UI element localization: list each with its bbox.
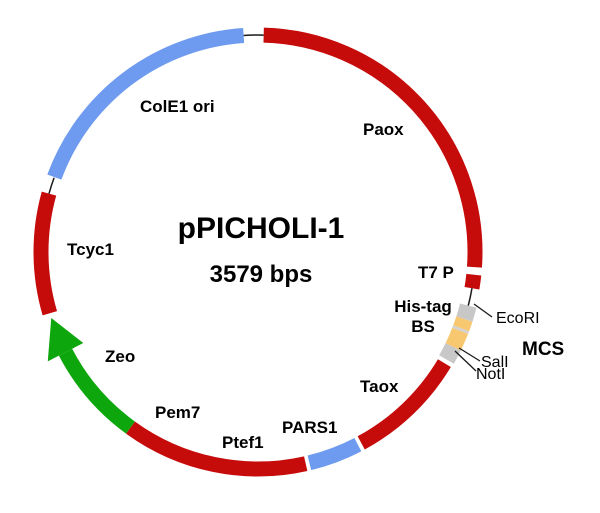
label-ecori: EcoRI [496, 310, 540, 327]
label-cole1-ori: ColE1 ori [140, 97, 215, 116]
label-mcs: MCS [522, 339, 565, 360]
label-pars1: PARS1 [282, 418, 338, 437]
label-his-tag-bs: His-tag BS [388, 297, 458, 337]
feature-t7-promoter [464, 273, 482, 290]
label-his-tag-line1: His-tag [394, 297, 452, 316]
feature-cole1-ori [47, 27, 245, 180]
plasmid-name: pPICHOLI-1 [177, 212, 345, 245]
feature-histag-orange-2 [445, 327, 469, 351]
feature-pars1 [307, 437, 362, 471]
label-noti: NotI [476, 366, 506, 383]
label-his-tag-line2: BS [411, 317, 435, 336]
feature-histag-divider [452, 325, 470, 334]
feature-taox [357, 359, 451, 450]
feature-mcs-gray-lower [439, 343, 461, 364]
backbone-gap-tcyc1-cole1 [48, 177, 55, 194]
label-pem7: Pem7 [155, 403, 201, 422]
label-taox: Taox [360, 377, 399, 396]
noti-line [454, 350, 477, 372]
plasmid-center-text: pPICHOLI-1 3579 bps [130, 212, 392, 287]
ecori-line [473, 303, 493, 318]
label-sali: SalI [481, 354, 509, 371]
feature-ptef1-pem7 [126, 421, 308, 477]
feature-mcs-gray-upper [456, 303, 477, 322]
feature-zeo-arrowhead [47, 317, 84, 362]
label-paox: Paox [363, 120, 404, 139]
backbone-gap-t7-mcs [467, 288, 473, 307]
feature-histag-orange-1 [453, 316, 473, 332]
feature-zeo [58, 348, 135, 434]
feature-tcyc1 [33, 191, 58, 316]
label-t7-promoter: T7 P [418, 263, 454, 282]
feature-paox [263, 27, 483, 268]
label-tcyc1: Tcyc1 [67, 240, 114, 259]
plasmid-size: 3579 bps [209, 261, 313, 288]
sali-line [458, 347, 481, 362]
label-zeo: Zeo [105, 347, 136, 366]
label-ptef1: Ptef1 [222, 433, 264, 452]
